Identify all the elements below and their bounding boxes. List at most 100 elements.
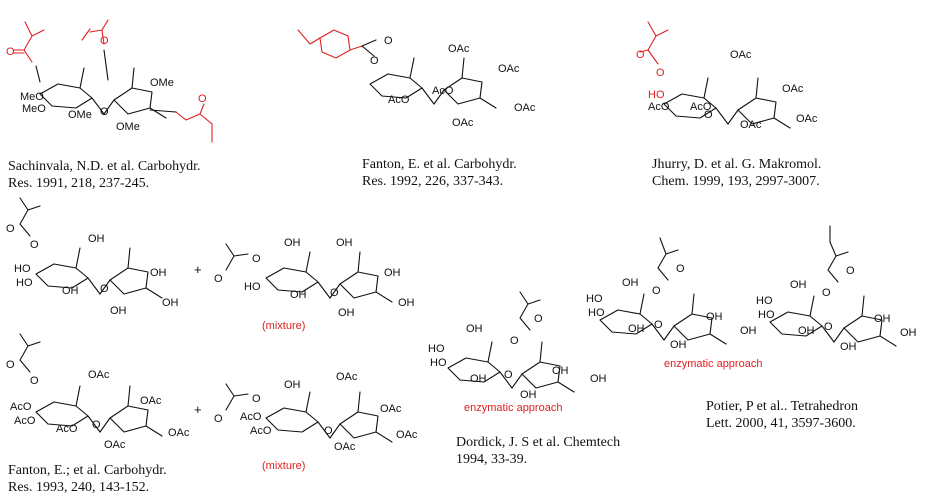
atom-label-o: O (30, 239, 39, 251)
atom-label-o: O (652, 285, 661, 297)
atom-label-o: O (100, 283, 109, 295)
atom-label-oh: OH (840, 341, 857, 353)
atom-label-oh: OH (284, 237, 301, 249)
atom-label-o: O (846, 265, 855, 277)
atom-label-o: O (198, 93, 207, 105)
atom-label-oac: OAc (452, 117, 474, 129)
atom-label-oac: OAc (396, 429, 418, 441)
citation-fanton-1992: Fanton, E. et al. Carbohydr. Res. 1992, … (362, 156, 517, 190)
atom-label-oac: OAc (740, 119, 762, 131)
atom-label-o: O (252, 253, 261, 265)
atom-label-oac: OAc (334, 441, 356, 453)
atom-label-o: O (676, 263, 685, 275)
citation-line: Sachinvala, N.D. et al. Carbohydr. (8, 159, 201, 174)
atom-label-o: O (100, 106, 109, 118)
methacrylate-group: O O O (6, 19, 213, 143)
atom-label-ho: HO (586, 293, 603, 305)
atom-label-ho: HO (756, 295, 773, 307)
atom-label-oh: OH (740, 325, 757, 337)
styryl-group (297, 29, 363, 59)
atom-label-oh: OH (798, 325, 815, 337)
atom-label-aco: AcO (648, 101, 670, 113)
atom-label-oh: OH (622, 277, 639, 289)
atom-label-oh: OH (62, 285, 79, 297)
atom-label-o: O (384, 35, 393, 47)
atom-label-aco: AcO (388, 94, 410, 106)
atom-label-oh: OH (150, 267, 167, 279)
citation-line: Dordick, J. S et al. Chemtech (456, 435, 621, 450)
atom-label-oh: OH (336, 237, 353, 249)
atom-label-ho: HO (244, 281, 261, 293)
enzymatic-note: enzymatic approach (664, 358, 763, 370)
citation-line: Res. 1993, 240, 143-152. (8, 480, 150, 495)
citation-line: Potier, P et al.. Tetrahedron (706, 399, 859, 414)
citation-dordick: Dordick, J. S et al. Chemtech 1994, 33-3… (456, 434, 620, 468)
atom-label-oac: OAc (336, 371, 358, 383)
citation-potier: Potier, P et al.. Tetrahedron Lett. 2000… (706, 398, 858, 432)
citation-line: Res. 1992, 226, 337-343. (362, 174, 504, 189)
atom-label-oh: OH (874, 313, 891, 325)
structure-fanton-1992: O O AcO AcO OAc OAc OAc OAc (297, 29, 536, 129)
atom-label-o: O (822, 287, 831, 299)
atom-label-oh: OH (398, 297, 415, 309)
atom-label-oh: OH (110, 305, 127, 317)
citation-line: Fanton, E.; et al. Carbohydr. (8, 463, 167, 478)
structure-acrylate-oh-1: O O HO HO OH OH OH OH OH O (6, 197, 179, 317)
atom-label-oac: OAc (796, 113, 818, 125)
atom-label-oac: OAc (730, 49, 752, 61)
structure-acrylate-oac-1: O O AcO AcO AcO OAc OAc OAc OAc O (6, 333, 190, 451)
atom-label-o: O (92, 419, 101, 431)
atom-label-o: O (504, 369, 513, 381)
atom-label-aco: AcO (432, 85, 454, 97)
atom-label-ome: OMe (68, 109, 92, 121)
atom-label-o: O (636, 49, 645, 61)
atom-label-ho: HO (588, 307, 605, 319)
citation-line: Lett. 2000, 41, 3597-3600. (706, 416, 856, 431)
structure-sachinvala: O O O MeO MeO OMe OMe OMe O (6, 19, 213, 143)
citation-jhurry: Jhurry, D. et al. G. Makromol. Chem. 199… (652, 156, 821, 190)
mixture-note: (mixture) (262, 320, 306, 332)
atom-label-oh: OH (466, 323, 483, 335)
atom-label-oac: OAc (782, 83, 804, 95)
atom-label-o: O (704, 109, 713, 121)
enzymatic-note: enzymatic approach (464, 402, 563, 414)
atom-label-o: O (6, 359, 15, 371)
atom-label-oh: OH (552, 365, 569, 377)
atom-label-o: O (30, 375, 39, 387)
atom-label-aco: AcO (14, 415, 36, 427)
citation-line: Res. 1991, 218, 237-245. (8, 176, 150, 191)
atom-label-o: O (654, 319, 663, 331)
atom-label-oh: OH (284, 379, 301, 391)
atom-label-oac: OAc (104, 439, 126, 451)
atom-label-o: O (824, 321, 833, 333)
atom-label-o: O (214, 273, 223, 285)
plus-sign: + (194, 402, 202, 417)
atom-label-oh: OH (520, 389, 537, 401)
methacrylate-group: O O HO (636, 21, 669, 101)
atom-label-o: O (370, 55, 379, 67)
atom-label-oh: OH (628, 323, 645, 335)
atom-label-oh: OH (900, 327, 917, 339)
atom-label-ho: HO (428, 343, 445, 355)
atom-label-oh: OH (384, 267, 401, 279)
citation-fanton-1993: Fanton, E.; et al. Carbohydr. Res. 1993,… (8, 462, 167, 496)
atom-label-ho: HO (758, 309, 775, 321)
atom-label-o: O (100, 35, 109, 47)
atom-label-oh: OH (790, 279, 807, 291)
atom-label-oh: OH (338, 307, 355, 319)
citation-line: Chem. 1999, 193, 2997-3007. (652, 174, 820, 189)
atom-label-ho: HO (16, 277, 33, 289)
atom-label-oh: OH (670, 339, 687, 351)
atom-label-oac: OAc (448, 43, 470, 55)
atom-label-oac: OAc (88, 369, 110, 381)
atom-label-aco: AcO (10, 401, 32, 413)
citation-line: Jhurry, D. et al. G. Makromol. (652, 157, 822, 172)
atom-label-o: O (6, 46, 15, 58)
atom-label-oac: OAc (380, 403, 402, 415)
atom-label-ho: HO (14, 263, 31, 275)
atom-label-oh: OH (88, 233, 105, 245)
atom-label-oac: OAc (514, 102, 536, 114)
atom-label-aco: AcO (56, 423, 78, 435)
